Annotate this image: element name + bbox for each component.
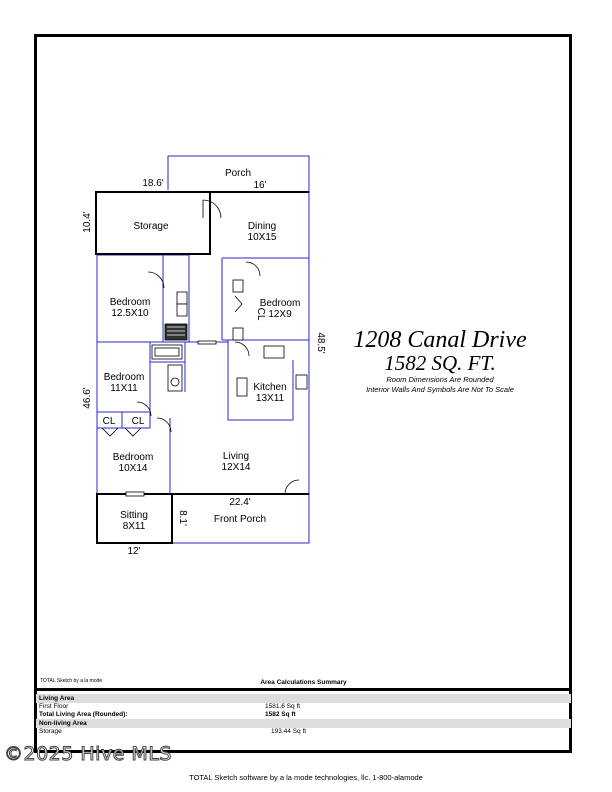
note-scale: Interior Walls And Symbols Are Not To Sc… <box>366 384 514 394</box>
room-kitchen-size: 13X11 <box>256 393 285 404</box>
dim-porch-right: 16' <box>253 180 266 191</box>
room-bedroom-3: Bedroom <box>104 372 145 383</box>
address-title: 1208 Canal Drive <box>353 327 527 353</box>
room-sitting-size: 8X11 <box>123 521 146 532</box>
room-bedroom-2-size: 12X9 <box>268 309 292 320</box>
nonliving-area-section: Non-living Area <box>36 719 571 728</box>
calc-heading: Area Calculations Summary <box>260 679 347 686</box>
room-living: Living <box>223 451 249 462</box>
dim-storage-height: 10.4' <box>82 211 93 232</box>
dim-left-side: 46.6' <box>82 387 93 408</box>
note-rounded: Room Dimensions Are Rounded <box>386 375 494 384</box>
sink-icon <box>236 377 248 397</box>
storage-label: Storage <box>39 728 62 735</box>
room-kitchen: Kitchen <box>253 382 286 393</box>
room-bedroom-4: Bedroom <box>113 452 154 463</box>
first-floor-label: First Floor <box>39 703 69 710</box>
dim-right-side: 48.5' <box>315 332 326 353</box>
title-block: 1208 Canal Drive 1582 SQ. FT. Room Dimen… <box>300 328 580 393</box>
room-sitting: Sitting <box>120 510 148 521</box>
first-floor-value: 1581.6 Sq ft <box>265 703 301 710</box>
total-value: 1582 Sq ft <box>265 711 296 718</box>
room-bedroom-3-size: 11X11 <box>110 383 138 394</box>
room-dining: Dining <box>248 221 276 232</box>
calc-row: Total Living Area (Rounded): 1582 Sq ft <box>36 711 571 719</box>
calc-software-label: TOTAL Sketch by a la mode <box>40 678 103 684</box>
dim-sitting-width: 12' <box>127 546 140 557</box>
watermark: ©2025 Hive MLS <box>4 743 172 766</box>
sqft-title: 1582 SQ. FT. <box>384 351 496 375</box>
storage-outline <box>95 191 211 255</box>
porch-outline <box>167 155 310 192</box>
room-living-size: 12X14 <box>222 462 251 473</box>
room-bedroom-2: Bedroom <box>260 298 301 309</box>
room-bedroom-1: Bedroom <box>110 297 151 308</box>
closet-label: CL <box>103 416 116 427</box>
room-dining-size: 10X15 <box>248 232 277 243</box>
calc-row: First Floor 1581.6 Sq ft <box>36 703 571 711</box>
stove-icon <box>295 374 308 390</box>
toilet-icon <box>176 291 188 305</box>
room-storage: Storage <box>133 221 168 232</box>
calc-row: Storage 193.44 Sq ft <box>36 728 571 736</box>
footer-credit: TOTAL Sketch software by a la mode techn… <box>189 773 423 782</box>
room-front-porch: Front Porch <box>214 514 266 525</box>
dim-porch-left: 18.6' <box>142 178 163 189</box>
room-porch: Porch <box>225 168 251 179</box>
storage-value: 193.44 Sq ft <box>271 728 307 735</box>
page-frame <box>34 34 572 753</box>
calc-header: TOTAL Sketch by a la mode Area Calculati… <box>36 676 571 689</box>
closet-label: CL <box>255 308 266 321</box>
room-bedroom-4-size: 10X14 <box>119 463 148 474</box>
closet-label: CL <box>132 416 145 427</box>
living-area-section: Living Area <box>36 694 571 703</box>
fireplace-icon <box>164 323 188 341</box>
dim-front-porch-width: 22.4' <box>229 497 250 508</box>
room-bedroom-1-size: 12.5X10 <box>111 308 149 319</box>
total-label: Total Living Area (Rounded): <box>39 711 128 718</box>
dim-front-porch-depth: 8.1' <box>177 510 188 526</box>
fridge-icon <box>263 345 285 359</box>
area-calculations: TOTAL Sketch by a la mode Area Calculati… <box>36 676 571 736</box>
window-icon <box>125 491 145 497</box>
